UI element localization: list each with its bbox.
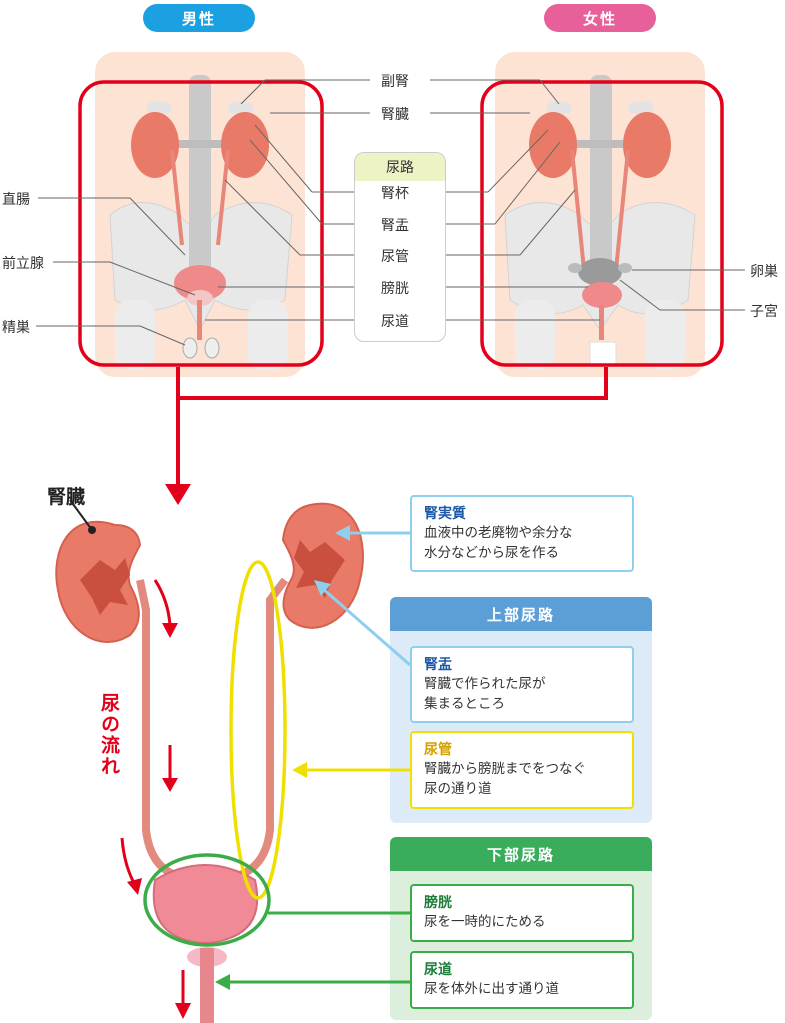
- kidney-title: 腎臓: [47, 486, 86, 508]
- label-testis: 精巣: [2, 320, 30, 336]
- card-bladder-desc-1: 尿を一時的にためる: [424, 914, 546, 930]
- card-ureter-title: 尿管: [424, 742, 452, 758]
- card-renal-parenchyma-desc-2: 水分などから尿を作る: [424, 545, 559, 561]
- card-renal-pelvis-desc-2: 集まるところ: [424, 696, 505, 712]
- urinary-system-diagram: [55, 499, 411, 1023]
- label-adrenal: 副腎: [381, 74, 409, 90]
- card-renal-parenchyma-title: 腎実質: [424, 506, 466, 522]
- label-rectum: 直腸: [2, 192, 30, 208]
- card-renal-parenchyma-desc-1: 血液中の老廃物や余分な: [424, 525, 573, 541]
- card-urethra-title: 尿道: [424, 962, 452, 978]
- connector-path: [176, 367, 608, 485]
- male-tag: 男性: [143, 4, 255, 32]
- card-ureter: 尿管 腎臓から膀胱までをつなぐ 尿の通り道: [410, 731, 634, 809]
- label-renal-pelvis: 腎盂: [381, 218, 409, 234]
- label-ovary: 卵巣: [750, 264, 778, 280]
- card-renal-pelvis-desc-1: 腎臓で作られた尿が: [424, 676, 546, 692]
- card-ureter-desc-2: 尿の通り道: [424, 781, 492, 797]
- label-ureter: 尿管: [381, 249, 409, 265]
- urinary-route-box: 尿路: [354, 152, 446, 342]
- female-tag: 女性: [544, 4, 656, 32]
- label-bladder: 膀胱: [381, 281, 409, 297]
- male-torso-illustration: [78, 52, 324, 377]
- lower-tract-title: 下部尿路: [390, 837, 652, 871]
- card-renal-pelvis: 腎盂 腎臓で作られた尿が 集まるところ: [410, 646, 634, 723]
- label-kidney: 腎臓: [381, 107, 409, 123]
- urine-flow-label: 尿の流れ: [98, 693, 120, 777]
- urinary-route-title: 尿路: [355, 153, 445, 181]
- card-bladder: 膀胱 尿を一時的にためる: [410, 884, 634, 942]
- label-urethra: 尿道: [381, 314, 409, 330]
- leader-lines: [36, 79, 745, 346]
- card-renal-pelvis-title: 腎盂: [424, 657, 452, 673]
- female-torso-illustration: [480, 52, 724, 377]
- card-renal-parenchyma: 腎実質 血液中の老廃物や余分な 水分などから尿を作る: [410, 495, 634, 572]
- card-bladder-title: 膀胱: [424, 895, 452, 911]
- upper-tract-title: 上部尿路: [390, 597, 652, 631]
- label-prostate: 前立腺: [2, 256, 44, 272]
- card-urethra-desc-1: 尿を体外に出す通り道: [424, 981, 559, 997]
- label-uterus: 子宮: [750, 304, 778, 320]
- label-calyx: 腎杯: [381, 186, 409, 202]
- anatomy-illustrations: [36, 52, 745, 505]
- card-urethra: 尿道 尿を体外に出す通り道: [410, 951, 634, 1009]
- card-ureter-desc-1: 腎臓から膀胱までをつなぐ: [424, 761, 586, 777]
